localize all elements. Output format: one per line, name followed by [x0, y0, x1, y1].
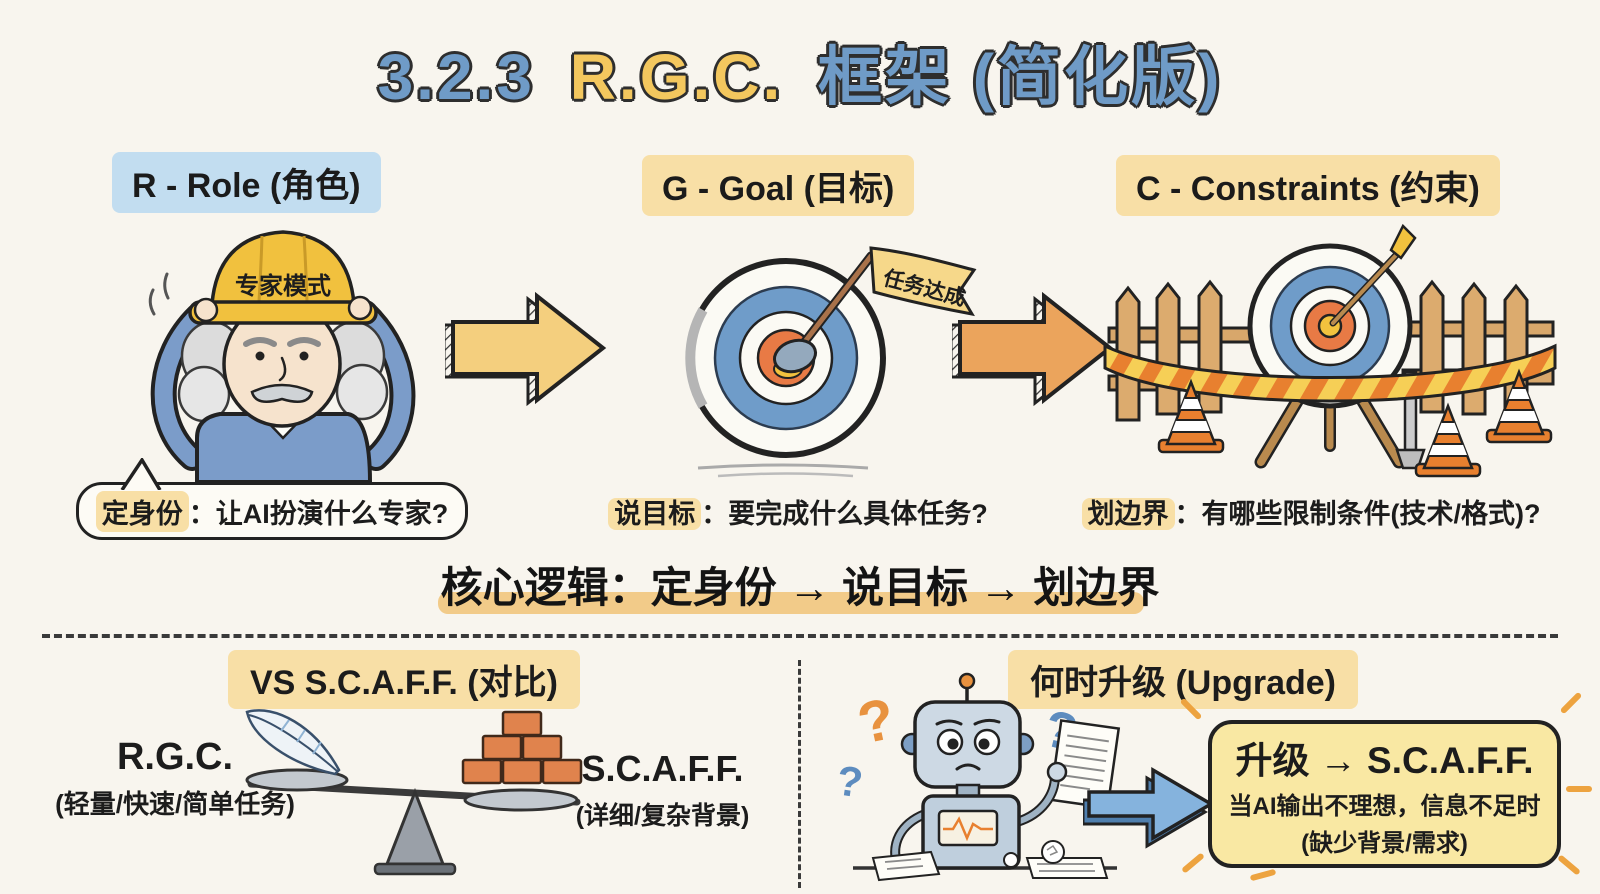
arrow-right-icon: [445, 291, 607, 407]
caption-goal: 说目标：要完成什么具体任务?: [588, 492, 1008, 531]
motion-line-icon: [163, 272, 170, 300]
upgrade-box: 升级 → S.C.A.F.F. 当AI输出不理想，信息不足时 (缺少背景/需求): [1208, 720, 1561, 868]
page-title: 3.2.3 R.G.C. 框架 (简化版): [0, 26, 1600, 118]
vertical-divider: [798, 660, 801, 888]
constraints-illustration: [1103, 223, 1557, 478]
question-mark-icon: ?: [852, 686, 900, 757]
crumpled-paper-icon: [1003, 840, 1065, 868]
caption-role-bubble: 定身份：让AI扮演什么专家?: [76, 482, 468, 540]
traffic-cone-icon: [1414, 402, 1482, 478]
caption-role-text: ：让AI扮演什么专家?: [188, 498, 449, 529]
scale-right-pan: [463, 788, 579, 812]
caption-constraints: 划边界：有哪些限制条件(技术/格式)?: [1068, 492, 1554, 531]
confused-robot-illustration: ? ? ?: [834, 672, 1121, 882]
goal-target-illustration: 任务达成: [685, 246, 977, 478]
caption-constraints-text: ：有哪些限制条件(技术/格式)?: [1174, 499, 1541, 529]
robot-body: [921, 783, 1021, 870]
robot-head: [900, 672, 1035, 789]
hardhat-label: 专家模式: [235, 272, 331, 300]
scaff-sublabel: (详细/复杂背景): [575, 802, 750, 830]
balance-scale-illustration: [245, 709, 583, 876]
header-constraints: C - Constraints (约束): [1116, 155, 1500, 216]
arrow-right-icon: [952, 291, 1114, 407]
dart-pin-icon: [772, 251, 876, 379]
core-logic: 核心逻辑：定身份 → 说目标 → 划边界: [440, 564, 1160, 611]
emphasis-ray-icon: [1181, 852, 1205, 874]
caption-constraints-keyword: 划边界: [1081, 498, 1175, 530]
caption-goal-keyword: 说目标: [608, 498, 702, 530]
emphasis-ray-icon: [1557, 854, 1581, 876]
feather-icon: [245, 709, 341, 776]
scale-fulcrum: [384, 787, 446, 866]
scale-left-pan: [245, 768, 349, 792]
emphasis-ray-icon: [1566, 786, 1592, 792]
antenna-icon: [958, 672, 976, 690]
header-goal: G - Goal (目标): [642, 155, 915, 216]
header-role: R - Role (角色): [112, 152, 381, 213]
speech-bubble-tail: [120, 458, 162, 490]
title-acronym: R.G.C.: [569, 41, 784, 113]
hardhat-icon: 专家模式: [188, 230, 378, 325]
core-logic-highlight: [438, 592, 1144, 614]
einstein-expert-illustration: 专家模式: [148, 230, 416, 482]
emphasis-ray-icon: [1249, 868, 1277, 882]
rgc-sublabel: (轻量/快速/简单任务): [55, 789, 295, 819]
upgrade-box-line1: 当AI输出不理想，信息不足时: [1228, 793, 1541, 820]
caption-goal-text: ：要完成什么具体任务?: [701, 499, 988, 529]
einstein-mustache: [250, 383, 314, 404]
title-number: 3.2.3: [377, 41, 535, 113]
rgc-label: R.G.C.: [116, 736, 234, 778]
emphasis-ray-icon: [1559, 691, 1583, 715]
caution-tape-icon: [1103, 343, 1557, 403]
upgrade-box-title: 升级 → S.C.A.F.F.: [1235, 740, 1534, 781]
paper-icon: [1048, 719, 1121, 810]
einstein-sweater: [195, 412, 373, 482]
scaff-label: S.C.A.F.F.: [581, 748, 744, 789]
question-mark-icon: ?: [834, 756, 866, 806]
bricks-icon: [461, 710, 583, 785]
heartbeat-icon: [943, 816, 993, 842]
arrow-in-target-icon: [1329, 223, 1417, 327]
upgrade-box-line2: (缺少背景/需求): [1301, 830, 1468, 857]
arrow-right-icon: [1083, 766, 1215, 849]
horizontal-divider: [42, 634, 1558, 638]
vs-section-header: VS S.C.A.F.F. (对比): [228, 650, 580, 709]
upgrade-section-header: 何时升级 (Upgrade): [1008, 650, 1358, 709]
caption-role-keyword: 定身份: [95, 490, 189, 532]
title-suffix: 框架 (简化版): [818, 41, 1223, 113]
paper-icon: [871, 850, 1109, 882]
